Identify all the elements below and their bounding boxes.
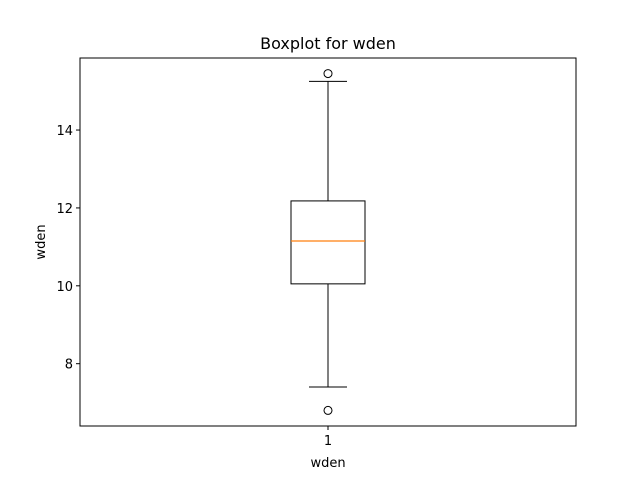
y-tick-label: 14 xyxy=(56,124,73,139)
chart-title: Boxplot for wden xyxy=(260,34,396,53)
iqr-box xyxy=(290,200,366,285)
boxes-group xyxy=(290,69,366,415)
y-axis: 8 10 12 14 xyxy=(56,124,80,373)
outlier-point xyxy=(323,405,333,415)
y-axis-label: wden xyxy=(34,224,49,259)
x-tick-label: 1 xyxy=(324,434,332,449)
x-axis-label: wden xyxy=(310,456,345,471)
y-tick-label: 10 xyxy=(56,280,73,295)
y-tick-label: 8 xyxy=(65,358,73,373)
x-axis: 1 xyxy=(324,426,332,449)
outlier-point xyxy=(323,69,333,79)
y-tick-label: 12 xyxy=(56,202,73,217)
